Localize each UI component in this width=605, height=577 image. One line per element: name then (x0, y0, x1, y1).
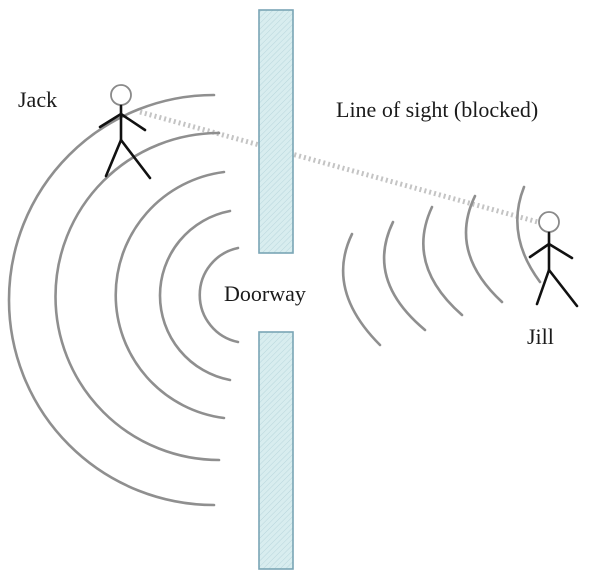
left-wave-4 (54, 131, 221, 462)
left-wave-2 (158, 209, 232, 382)
left-wave-3 (114, 170, 226, 420)
jill-figure (528, 211, 579, 308)
jill-label: Jill (527, 324, 554, 349)
line-of-sight-label: Line of sight (blocked) (336, 97, 538, 122)
right-wave-2 (382, 220, 427, 332)
jack-arms (98, 112, 147, 132)
jack-legs (104, 138, 152, 180)
left-wave-5 (7, 93, 216, 507)
line-of-sight-path (139, 109, 546, 227)
jack-label: Jack (18, 87, 57, 112)
jack-figure (98, 84, 152, 180)
doorway-label: Doorway (224, 281, 306, 306)
jack-head (110, 84, 132, 106)
left-wave-group (7, 93, 240, 507)
lower-wall (258, 331, 294, 570)
right-wave-5 (516, 185, 542, 284)
jill-arms (528, 242, 574, 260)
right-wave-4 (464, 194, 504, 304)
upper-wall (258, 9, 294, 254)
right-wave-group (341, 185, 542, 347)
right-wave-3 (422, 205, 464, 317)
left-wave-1 (198, 246, 240, 344)
right-wave-1 (341, 232, 382, 347)
jill-legs (535, 268, 579, 308)
jill-head (538, 211, 560, 233)
